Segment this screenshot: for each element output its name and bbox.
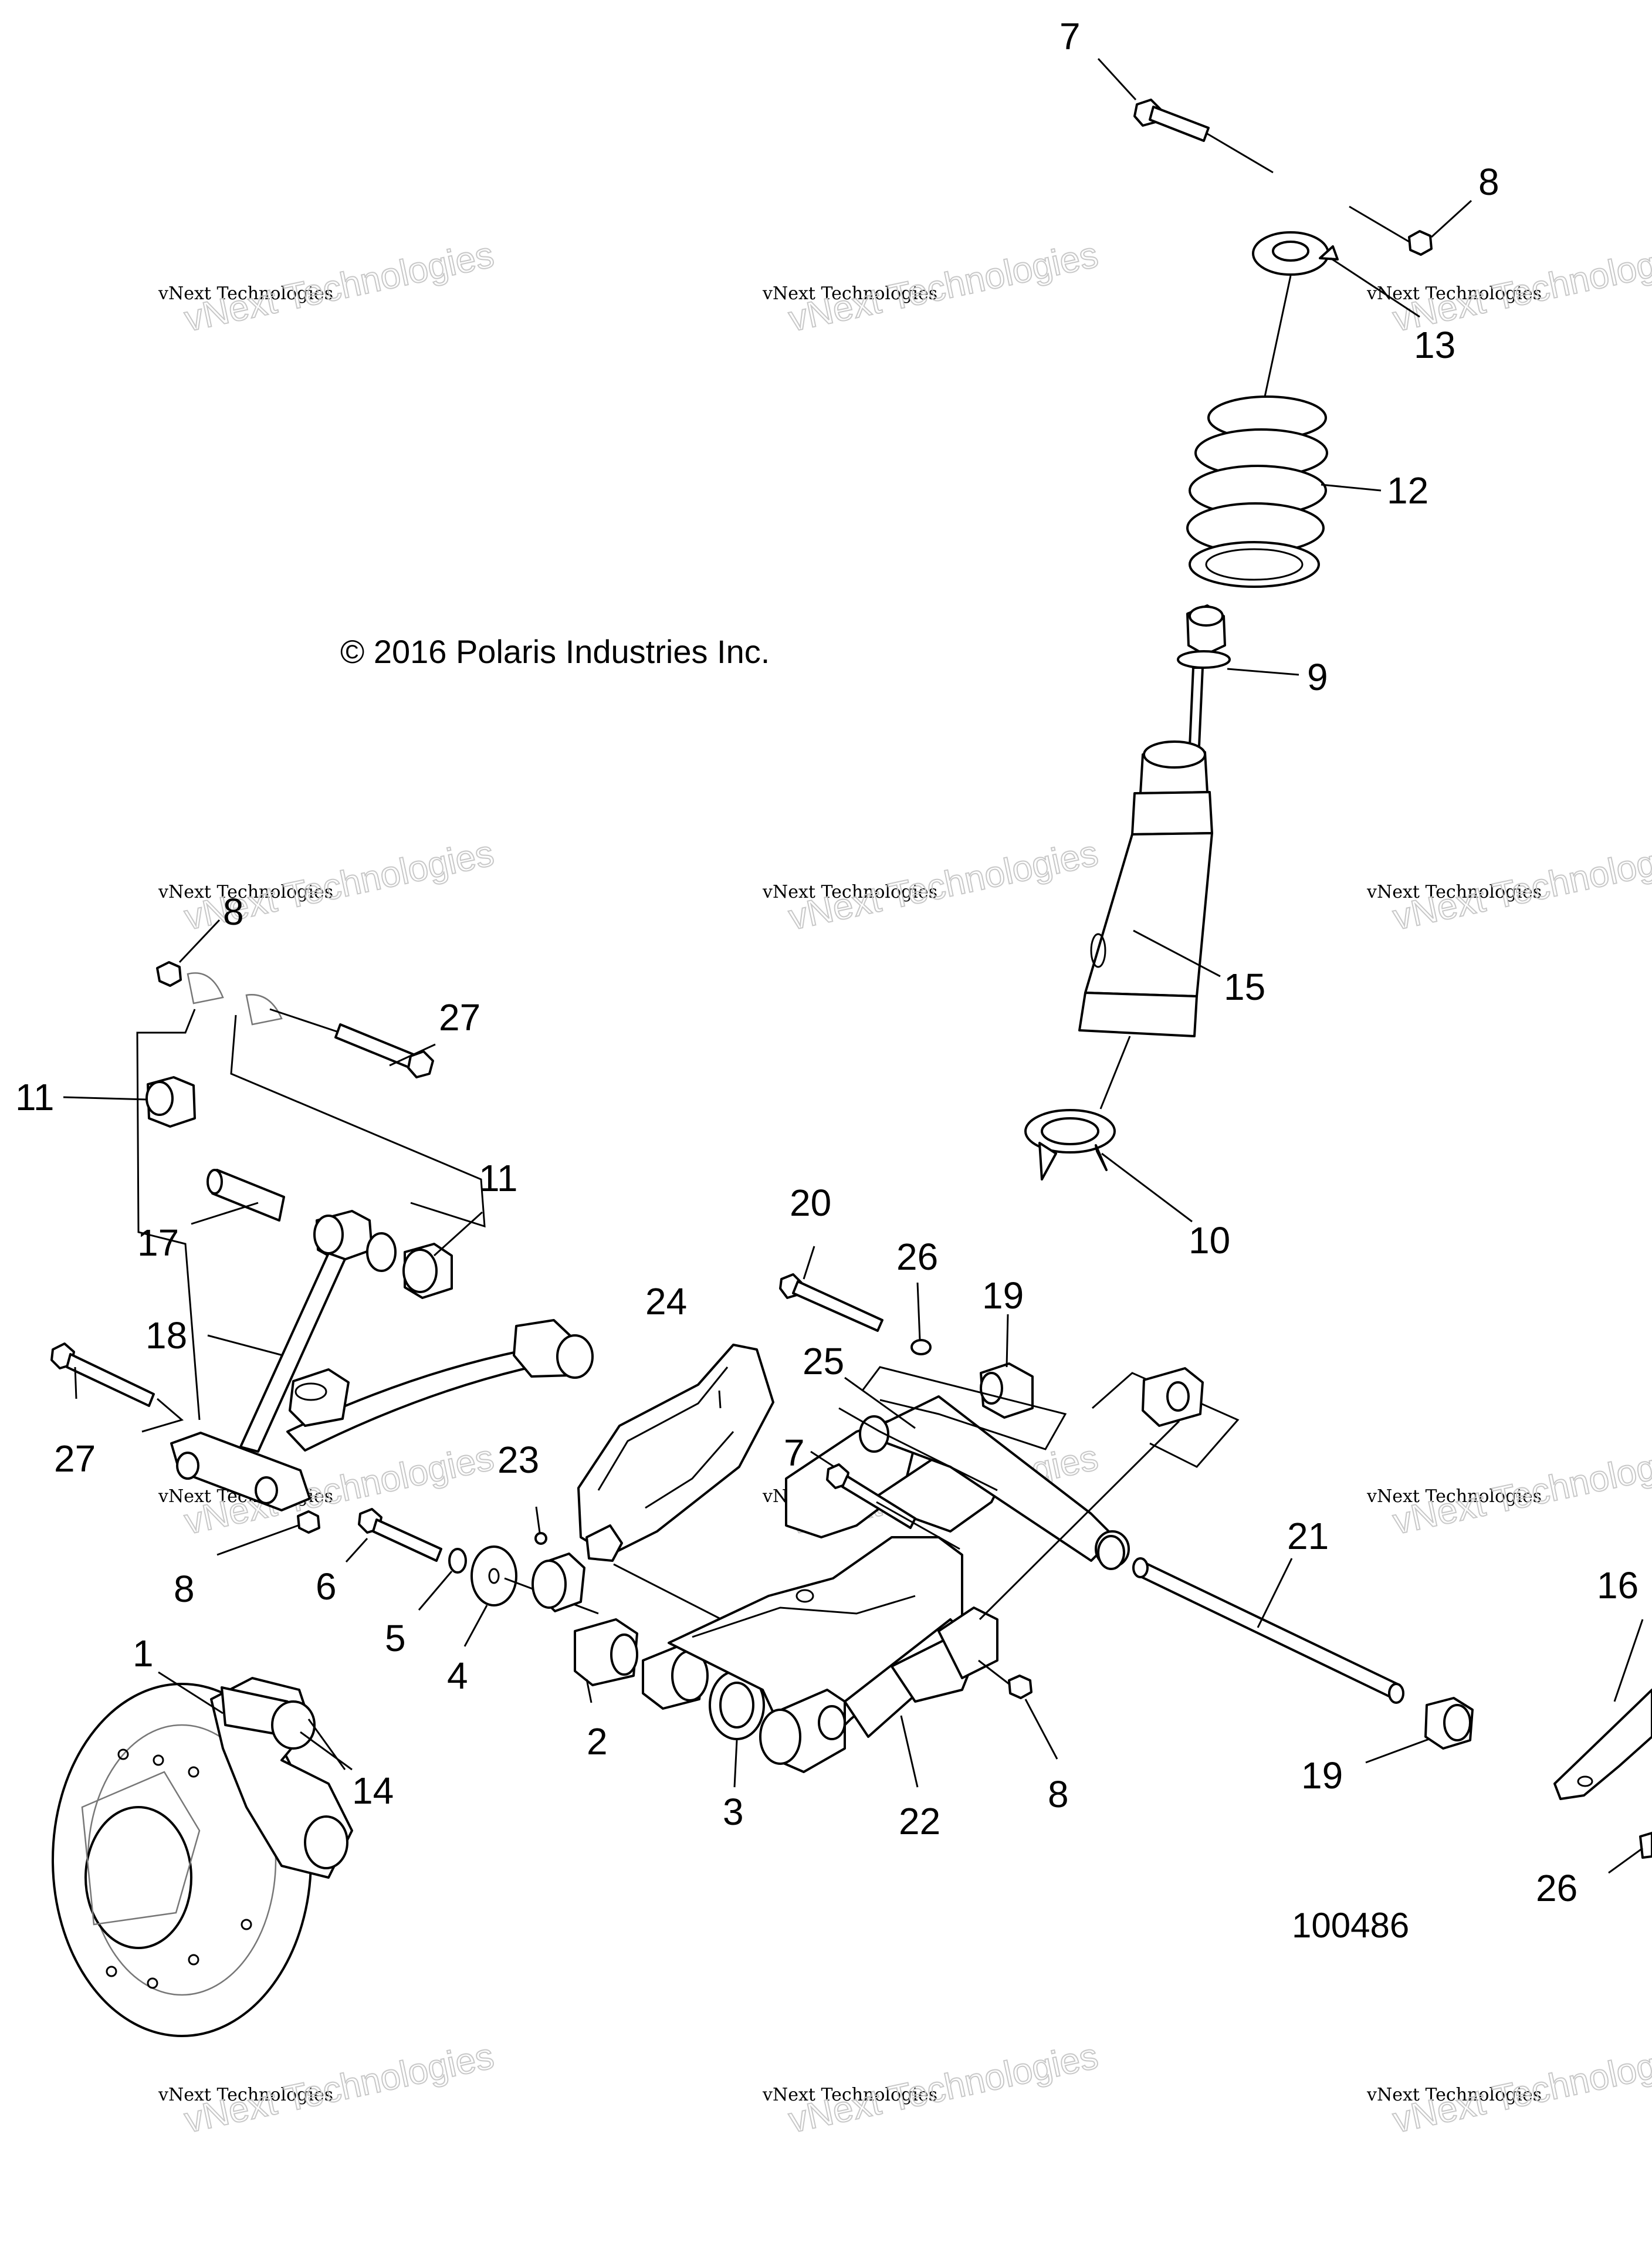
skid-guard bbox=[534, 1344, 774, 1621]
shock-assembly bbox=[1024, 99, 1433, 1181]
callout-5: 5 bbox=[385, 1617, 406, 1659]
callout-11: 11 bbox=[479, 1157, 517, 1199]
leader-lines bbox=[63, 58, 1644, 1874]
svg-text:vNext Technologies: vNext Technologies bbox=[158, 882, 333, 902]
callout-27: 27 bbox=[54, 1438, 96, 1480]
callout-1: 1 bbox=[133, 1632, 154, 1675]
callout-7: 7 bbox=[784, 1432, 805, 1474]
coil-spring bbox=[1186, 395, 1328, 588]
callout-18: 18 bbox=[145, 1314, 187, 1357]
callout-11: 11 bbox=[15, 1076, 54, 1118]
diagram-part-number: 100486 bbox=[1292, 1906, 1409, 1945]
callout-19: 19 bbox=[982, 1274, 1024, 1317]
trailing-arm-assembly bbox=[532, 1395, 1130, 1773]
callout-8: 8 bbox=[174, 1568, 195, 1610]
long-through-bolt bbox=[979, 1367, 1474, 1750]
callout-13: 13 bbox=[1414, 324, 1455, 366]
svg-text:vNext Technologies: vNext Technologies bbox=[158, 2085, 333, 2105]
spring-seat bbox=[1024, 1109, 1116, 1181]
callout-16: 16 bbox=[1597, 1564, 1639, 1606]
spring-retainer bbox=[1252, 231, 1339, 276]
callout-27: 27 bbox=[439, 996, 480, 1039]
pivot-hardware bbox=[358, 1508, 599, 1615]
bolt bbox=[1133, 99, 1274, 174]
callout-20: 20 bbox=[790, 1182, 831, 1224]
callout-9: 9 bbox=[1307, 656, 1328, 698]
callout-8: 8 bbox=[223, 891, 244, 933]
shock-bushing bbox=[1177, 604, 1231, 669]
callout-14: 14 bbox=[352, 1770, 394, 1812]
callout-8: 8 bbox=[1048, 1773, 1069, 1815]
lock-nut bbox=[1349, 205, 1433, 256]
callout-15: 15 bbox=[1224, 966, 1265, 1008]
copyright-notice: © 2016 Polaris Industries Inc. bbox=[340, 633, 770, 670]
callout-labels: 7 8 13 12 9 15 10 8 27 11 17 11 18 27 8 … bbox=[15, 15, 1639, 1909]
callout-17: 17 bbox=[137, 1222, 179, 1264]
callout-7: 7 bbox=[1059, 15, 1081, 58]
svg-text:vNext Technologies: vNext Technologies bbox=[762, 882, 937, 902]
svg-text:vNext Technologies: vNext Technologies bbox=[762, 283, 937, 304]
callout-26: 26 bbox=[896, 1236, 938, 1278]
leaf-bracket bbox=[1553, 1689, 1652, 1859]
callout-4: 4 bbox=[447, 1655, 468, 1697]
callout-3: 3 bbox=[723, 1791, 744, 1833]
callout-10: 10 bbox=[1189, 1219, 1230, 1261]
svg-text:vNext Technologies: vNext Technologies bbox=[158, 283, 333, 304]
upper-hardware bbox=[779, 1273, 1067, 1491]
callout-19: 19 bbox=[1301, 1754, 1343, 1797]
callout-23: 23 bbox=[497, 1439, 539, 1481]
shock-absorber bbox=[1078, 667, 1213, 1037]
svg-text:vNext Technologies: vNext Technologies bbox=[1366, 2085, 1542, 2105]
callout-25: 25 bbox=[803, 1340, 844, 1382]
callout-8: 8 bbox=[1478, 161, 1499, 203]
svg-text:vNext Technologies: vNext Technologies bbox=[1366, 882, 1542, 902]
svg-text:vNext Technologies: vNext Technologies bbox=[1366, 1486, 1542, 1507]
rear-hub-knuckle bbox=[52, 1677, 353, 2037]
svg-text:vNext Technologies: vNext Technologies bbox=[762, 2085, 937, 2105]
upper-a-arm-assembly bbox=[50, 961, 594, 1534]
callout-26: 26 bbox=[1536, 1867, 1577, 1909]
callout-6: 6 bbox=[316, 1565, 337, 1608]
callout-24: 24 bbox=[645, 1280, 687, 1323]
callout-21: 21 bbox=[1287, 1515, 1329, 1557]
callout-22: 22 bbox=[899, 1800, 940, 1842]
callout-2: 2 bbox=[587, 1720, 608, 1763]
callout-12: 12 bbox=[1387, 469, 1428, 512]
